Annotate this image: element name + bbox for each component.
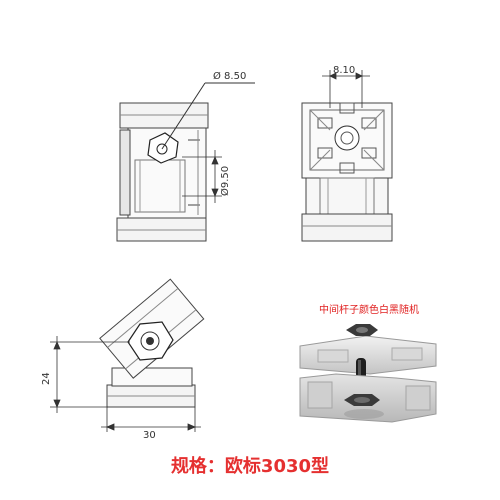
product-photo (299, 324, 437, 423)
vertical-dim-label: Ø9.50 (219, 166, 231, 196)
dimension-width-8-10 (322, 70, 370, 108)
dimension-width-30 (101, 407, 201, 432)
side-view-top-left (116, 82, 255, 242)
spec-label: 规格：欧标3030型 (170, 456, 330, 477)
dimension-vertical-9-50 (182, 150, 222, 203)
angled-view-bottom-left (99, 278, 205, 408)
dimension-height-24 (50, 336, 130, 413)
diameter-label: Ø 8.50 (213, 70, 246, 82)
width-30-label: 30 (143, 430, 156, 441)
front-view-top-right (301, 102, 393, 242)
photo-note: 中间杆子颜色白黑随机 (319, 305, 419, 316)
width-dim-label: 8.10 (333, 65, 355, 76)
height-dim-label: 24 (41, 372, 52, 385)
